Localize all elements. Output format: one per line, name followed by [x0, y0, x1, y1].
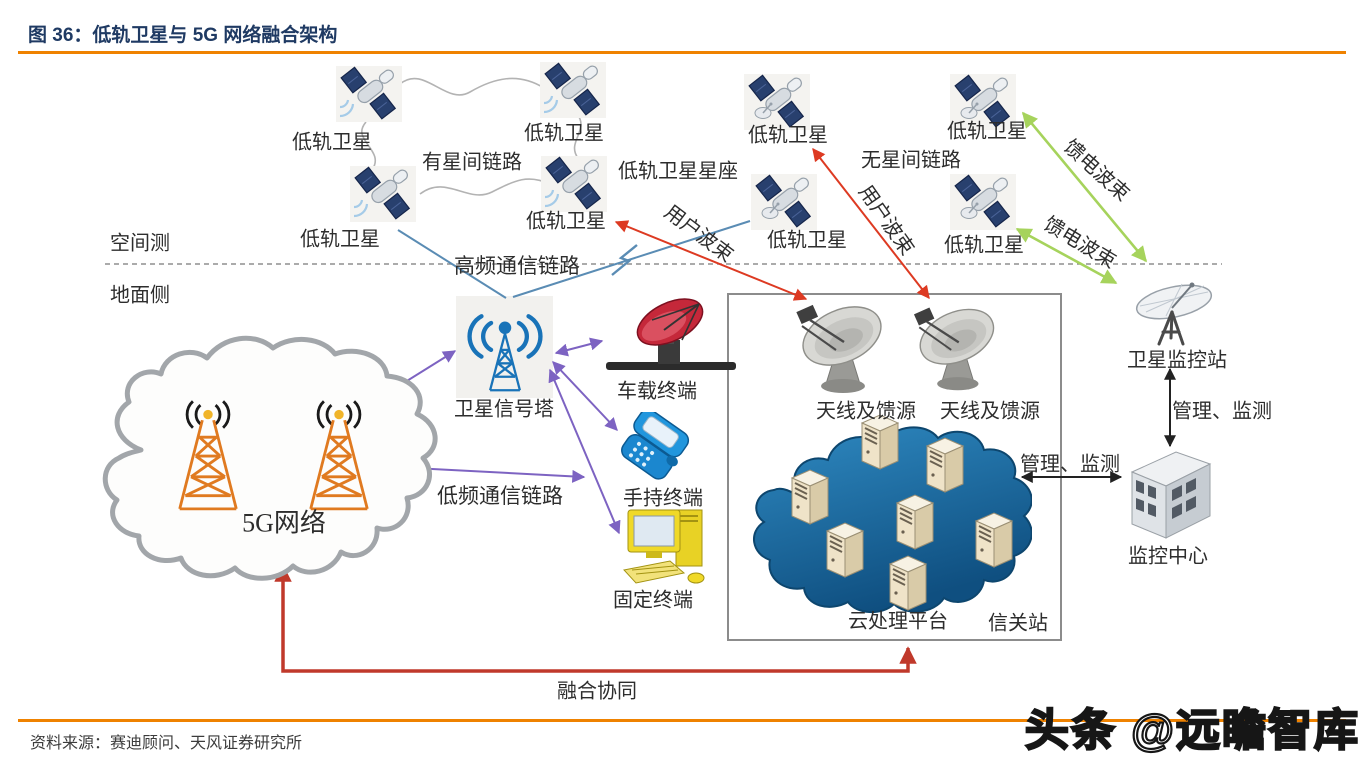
fixed-terminal-icon [623, 509, 705, 584]
leo-satellite-label-8: 低轨卫星 [944, 234, 1024, 257]
feeder-beam-arrow-2 [1015, 227, 1118, 285]
leo-satellite-icon-1 [336, 66, 402, 122]
footer-rule [18, 719, 1346, 722]
manage-monitor-label-vertical: 管理、监测 [1172, 400, 1272, 423]
source-note: 资料来源：赛迪顾问、天风证券研究所 [30, 735, 303, 752]
server-icon-2 [923, 434, 967, 496]
leo-satellite-icon-8 [950, 174, 1016, 230]
leo-satellite-label-7: 低轨卫星 [947, 120, 1027, 143]
antenna-feed-icon-2 [908, 298, 1002, 398]
fusion-synergy-arrow [274, 564, 917, 673]
high-freq-link-label: 高频通信链路 [454, 254, 580, 278]
leo-satellite-icon-5 [744, 74, 810, 130]
constellation-label: 低轨卫星星座 [618, 160, 738, 183]
handheld-terminal-icon [621, 412, 690, 480]
leo-satellite-label-1: 低轨卫星 [292, 131, 372, 154]
leo-satellite-label-3: 低轨卫星 [300, 228, 380, 251]
fixed-terminal-label: 固定终端 [613, 589, 693, 612]
signal-tower-label: 卫星信号塔 [454, 398, 554, 421]
monitor-center-label: 监控中心 [1128, 545, 1208, 568]
ground-side-label: 地面侧 [110, 284, 170, 307]
leo-satellite-icon-3 [350, 166, 416, 222]
cloud-platform-label: 云处理平台 [848, 610, 948, 633]
figure-title: 图 36：低轨卫星与 5G 网络融合架构 [28, 25, 338, 46]
monitor-station-label: 卫星监控站 [1127, 349, 1227, 372]
vehicle-terminal-icon [606, 298, 736, 370]
user-beam-arrow-2 [812, 147, 930, 300]
isl-wavy-links [361, 77, 582, 196]
leo-satellite-label-5: 低轨卫星 [748, 124, 828, 147]
leo-satellite-icon-7 [950, 74, 1016, 130]
fusion-synergy-label: 融合协同 [557, 680, 637, 703]
feeder-beam-arrow-1 [1022, 111, 1147, 263]
signal-tower-icon [467, 314, 543, 392]
cell-tower-icon-1 [158, 397, 258, 517]
server-icon-4 [893, 491, 937, 553]
leo-satellite-icon-6 [751, 174, 817, 230]
leo-satellite-icon-4 [541, 156, 607, 212]
with-isl-label: 有星间链路 [422, 151, 522, 174]
low-freq-link-label: 低频通信链路 [437, 484, 563, 508]
space-side-label: 空间测 [110, 232, 170, 255]
antenna-feed-icon-1 [790, 298, 890, 398]
leo-satellite-label-2: 低轨卫星 [524, 122, 604, 145]
monitor-center-icon [1130, 451, 1212, 539]
user-beam-arrow-1 [614, 220, 808, 301]
server-icon-6 [823, 519, 867, 581]
vehicle-terminal-label: 车载终端 [617, 380, 697, 403]
leo-satellite-label-4: 低轨卫星 [526, 210, 606, 233]
title-underline [18, 51, 1346, 54]
watermark: 头条 @远瞻智库 [1024, 705, 1360, 756]
antenna-feed-label-1: 天线及馈源 [816, 400, 916, 423]
cell-tower-icon-2 [289, 397, 389, 517]
server-icon-5 [972, 509, 1016, 571]
5g-network-cloud [102, 335, 438, 581]
handheld-terminal-label: 手持终端 [623, 487, 703, 510]
without-isl-label: 无星间链路 [861, 149, 961, 172]
monitor-station-dish-icon [1135, 282, 1213, 346]
leo-satellite-icon-2 [540, 62, 606, 118]
gateway-station-label: 信关站 [988, 612, 1048, 635]
manage-monitor-label-horizontal: 管理、监测 [1020, 453, 1120, 476]
antenna-feed-label-2: 天线及馈源 [940, 400, 1040, 423]
5g-network-label: 5G网络 [242, 508, 326, 538]
leo-satellite-label-6: 低轨卫星 [767, 229, 847, 252]
